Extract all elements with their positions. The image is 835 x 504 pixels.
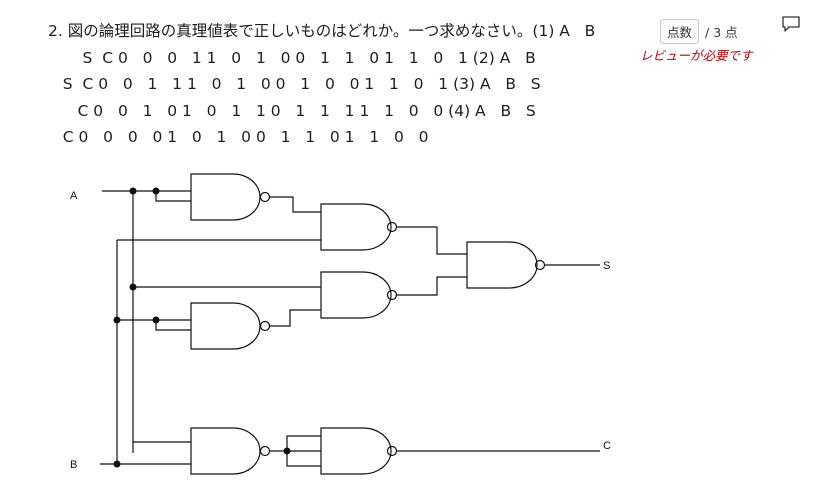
output-label-c: C: [603, 440, 611, 452]
output-label-s: S: [603, 260, 610, 272]
question-text: 2. 図の論理回路の真理値表で正しいものはどれか。一つ求めなさい。(1) A B…: [48, 22, 596, 147]
points-max: / 3 点: [705, 25, 738, 40]
points-input[interactable]: 点数: [660, 19, 700, 44]
review-required-note: レビューが必要です: [640, 48, 753, 63]
comment-icon[interactable]: [781, 15, 801, 33]
logic-circuit-diagram: A B S C: [70, 173, 611, 475]
input-label-b: B: [70, 459, 77, 471]
points-area: 点数 / 3 点: [660, 19, 738, 44]
input-label-a: A: [70, 190, 78, 202]
